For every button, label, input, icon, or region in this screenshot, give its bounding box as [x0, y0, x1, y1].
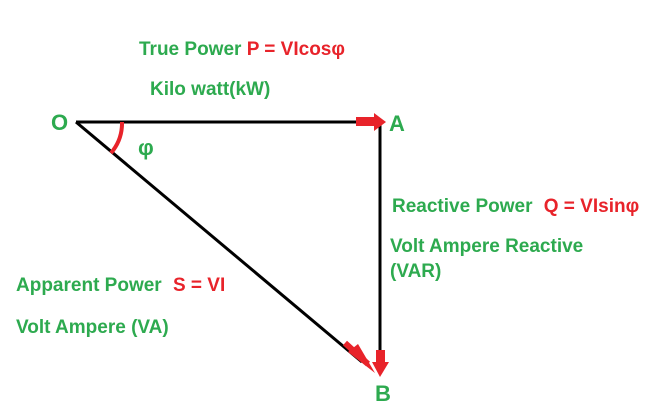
- angle-arc: [109, 121, 125, 155]
- angle-phi-label: φ: [138, 135, 154, 160]
- apparent-power-label: Apparent Power S = VI: [16, 276, 225, 295]
- apparent-power-formula: S = VI: [172, 275, 226, 296]
- point-b-label: B: [375, 381, 391, 406]
- reactive-power-unit-line2: (VAR): [390, 261, 442, 282]
- arrow-head-a: [356, 113, 386, 131]
- apparent-power-unit: Volt Ampere (VA): [16, 317, 169, 338]
- true-power-name: True Power: [139, 39, 242, 60]
- true-power-unit: Kilo watt(kW): [150, 79, 271, 100]
- arrow-head-b-vertical: [372, 350, 389, 377]
- true-power-label: True Power P = VIcosφ: [139, 40, 345, 59]
- point-a-label: A: [389, 111, 405, 136]
- reactive-power-formula: Q = VIsinφ: [543, 196, 640, 217]
- arrow-head-b-diagonal: [342, 340, 375, 373]
- point-o-label: O: [51, 110, 69, 135]
- reactive-power-unit-line1: Volt Ampere Reactive: [390, 236, 584, 257]
- true-power-formula: P = VIcosφ: [246, 39, 345, 60]
- reactive-power-name: Reactive Power: [392, 196, 533, 217]
- apparent-power-vector: [75, 120, 363, 364]
- reactive-power-label: Reactive Power Q = VIsinφ: [392, 197, 639, 216]
- apparent-power-name: Apparent Power: [16, 275, 162, 296]
